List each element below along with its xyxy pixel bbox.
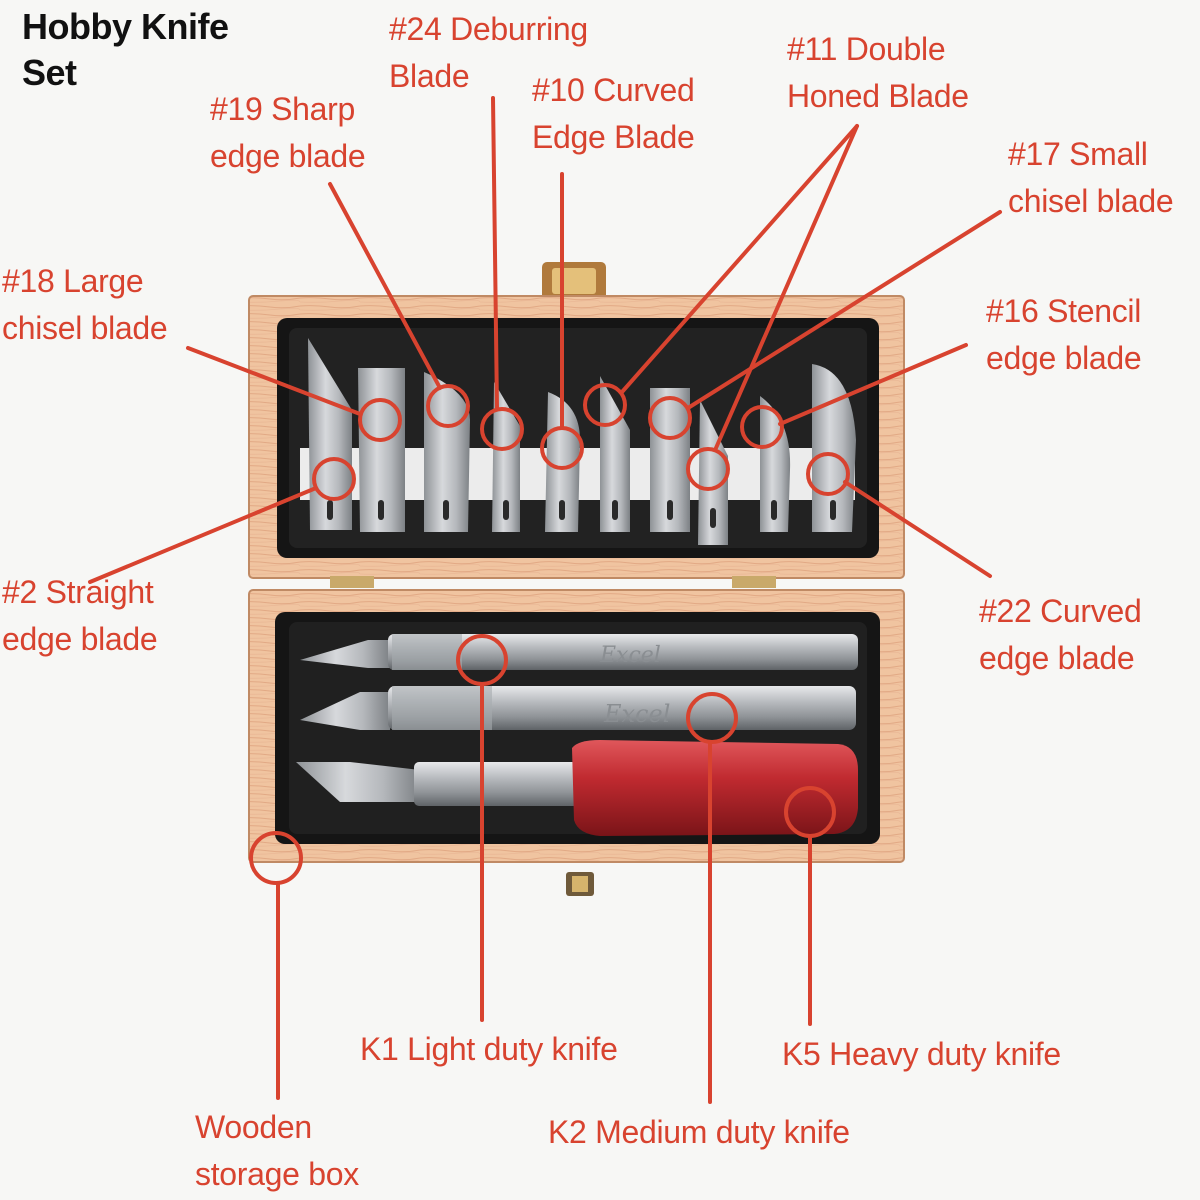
label-blade-18-line1: #18 Large — [2, 263, 144, 299]
label-blade-24-line1: #24 Deburring — [389, 11, 588, 47]
knife-k2: Excel — [300, 686, 856, 730]
blade-11a — [600, 376, 630, 532]
label-knife-k1: K1 Light duty knife — [360, 1026, 618, 1073]
box-hinges — [330, 576, 776, 588]
label-blade-22: #22 Curved edge blade — [979, 588, 1142, 682]
label-knife-k5-line1: K5 Heavy duty knife — [782, 1036, 1061, 1072]
blade-19 — [424, 372, 470, 532]
label-blade-2-line2: edge blade — [2, 621, 158, 657]
k2-brand-text: Excel — [603, 700, 670, 728]
label-blade-17-line1: #17 Small — [1008, 136, 1148, 172]
label-blade-18: #18 Large chisel blade — [2, 258, 168, 352]
label-knife-k2: K2 Medium duty knife — [548, 1109, 850, 1156]
label-blade-24-line2: Blade — [389, 58, 470, 94]
label-blade-11: #11 Double Honed Blade — [787, 26, 969, 120]
blade-11b — [698, 400, 728, 545]
blade-17 — [650, 388, 690, 532]
label-blade-19-line2: edge blade — [210, 138, 366, 174]
label-blade-16-line1: #16 Stencil — [986, 293, 1142, 329]
blade-10 — [545, 392, 580, 532]
label-blade-17-line2: chisel blade — [1008, 183, 1174, 219]
label-knife-k1-line1: K1 Light duty knife — [360, 1031, 618, 1067]
k1-brand-text: Excel — [599, 643, 661, 668]
label-blade-19: #19 Sharp edge blade — [210, 86, 366, 180]
label-blade-2-line1: #2 Straight — [2, 574, 154, 610]
label-blade-19-line1: #19 Sharp — [210, 91, 355, 127]
label-blade-24: #24 Deburring Blade — [389, 6, 588, 100]
label-blade-11-line2: Honed Blade — [787, 78, 969, 114]
label-blade-11-line1: #11 Double — [787, 31, 946, 67]
label-blade-10-line1: #10 Curved — [532, 72, 695, 108]
blade-24 — [492, 382, 520, 532]
label-blade-22-line2: edge blade — [979, 640, 1135, 676]
label-blade-10-line2: Edge Blade — [532, 119, 695, 155]
blade-2 — [308, 338, 352, 530]
label-knife-k5: K5 Heavy duty knife — [782, 1031, 1061, 1078]
title-line-2: Set — [22, 52, 77, 93]
label-blade-17: #17 Small chisel blade — [1008, 131, 1174, 225]
label-blade-2: #2 Straight edge blade — [2, 569, 158, 663]
label-wooden-box: Wooden storage box — [195, 1104, 359, 1198]
blade-18 — [358, 368, 405, 532]
diagram-title: Hobby Knife Set — [22, 4, 229, 96]
label-wooden-box-line2: storage box — [195, 1156, 359, 1192]
label-blade-16: #16 Stencil edge blade — [986, 288, 1142, 382]
title-line-1: Hobby Knife — [22, 6, 229, 47]
label-blade-22-line1: #22 Curved — [979, 593, 1142, 629]
label-blade-10: #10 Curved Edge Blade — [532, 67, 695, 161]
callout-lines — [88, 96, 1002, 1104]
label-wooden-box-line1: Wooden — [195, 1109, 312, 1145]
label-blade-18-line2: chisel blade — [2, 310, 168, 346]
label-knife-k2-line1: K2 Medium duty knife — [548, 1114, 850, 1150]
label-blade-16-line2: edge blade — [986, 340, 1142, 376]
